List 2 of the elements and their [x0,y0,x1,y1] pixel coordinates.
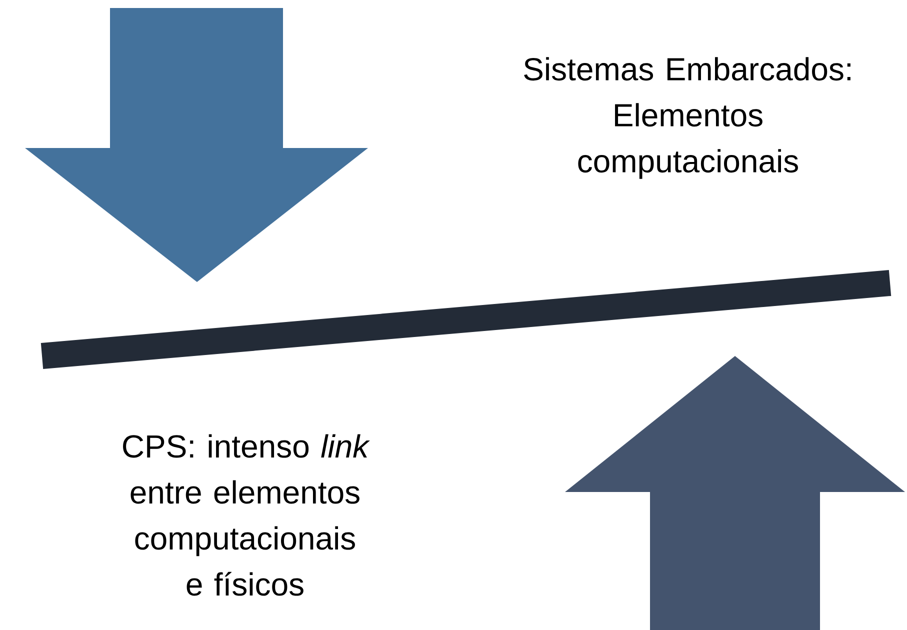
caption-text: CPS: intenso link entre elementos computacionais e físicos [123,434,370,596]
caption-text: Sistemas Embarcados: Elementos computacionais [524,57,850,179]
